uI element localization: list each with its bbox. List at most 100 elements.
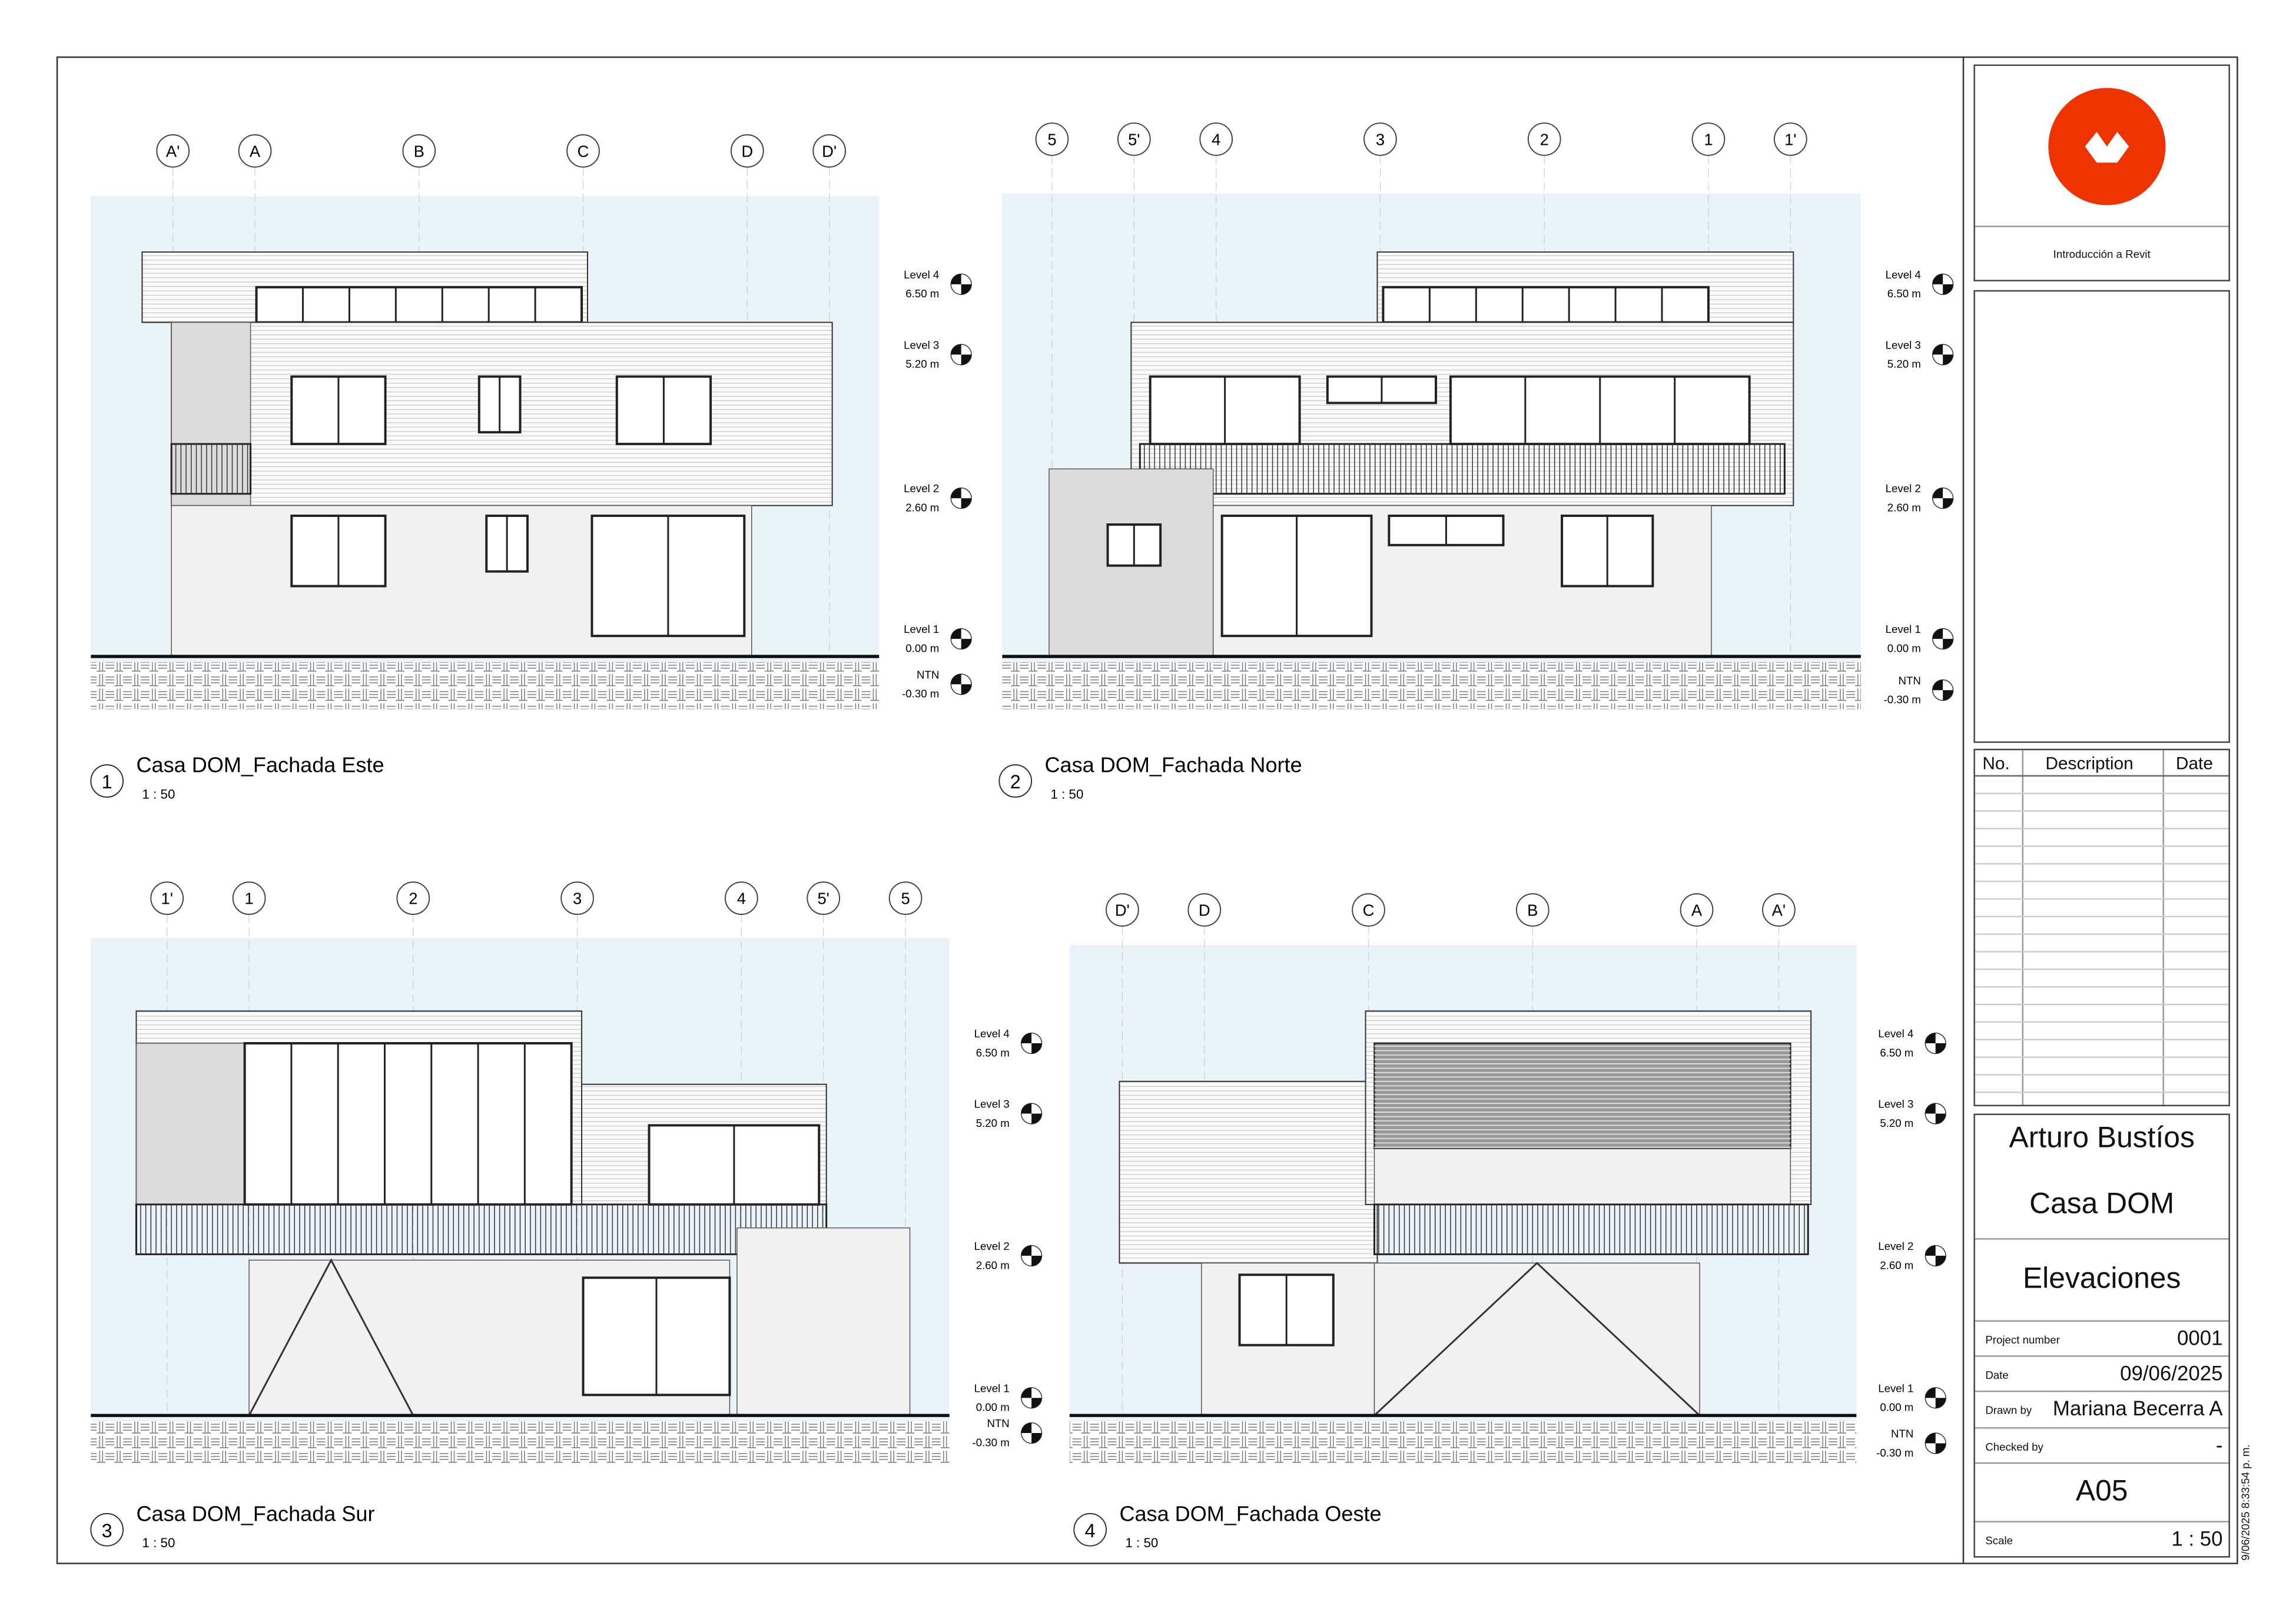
grid-label: 5 — [1047, 130, 1056, 148]
level-symbol-icon — [951, 274, 972, 295]
level-name: Level 3 — [1878, 1098, 1913, 1110]
level-symbol-icon — [1932, 344, 1953, 365]
view-title-text: Casa DOM_Fachada Norte — [1045, 753, 1302, 777]
grid-label: 3 — [1376, 130, 1385, 148]
glazing — [1373, 1148, 1791, 1205]
level-elevation: 2.60 m — [976, 1259, 1010, 1271]
logo-icon — [2048, 88, 2166, 205]
level-symbol-icon — [1925, 1245, 1946, 1266]
revision-header-description: Description — [2045, 753, 2134, 774]
wall — [1119, 1080, 1378, 1264]
level-marker: Level 4 6.50 m — [1886, 268, 1954, 300]
ground-hatch — [91, 662, 880, 709]
level-elevation: 5.20 m — [1887, 358, 1921, 370]
level-elevation: 5.20 m — [905, 358, 939, 370]
level-symbol-icon — [951, 674, 972, 695]
level-name: NTN — [987, 1417, 1009, 1429]
grid-bubble: A' — [156, 134, 190, 168]
grid-bubble: C — [1352, 893, 1385, 927]
grid-label: 1' — [1784, 130, 1796, 148]
level-name: NTN — [1891, 1428, 1913, 1440]
grid-label: D — [1199, 901, 1210, 920]
level-marker: NTN-0.30 m — [973, 1417, 1043, 1448]
grid-bubble: A' — [1762, 893, 1796, 927]
grid-label: 1 — [1704, 130, 1713, 148]
level-elevation: 6.50 m — [976, 1046, 1010, 1059]
grid-bubble: B — [1515, 893, 1550, 927]
grid-bubble: 2 — [1527, 122, 1561, 156]
level-marker: NTN-0.30 m — [902, 668, 972, 700]
diagonal-bracing — [1373, 1262, 1701, 1417]
level-name: NTN — [1898, 674, 1920, 686]
grid-bubble: 5 — [1035, 122, 1069, 156]
field-checked-by: Checked by- — [1975, 1427, 2229, 1464]
grid-bubble: B — [402, 134, 436, 168]
grid-bubble: 3 — [1363, 122, 1397, 156]
grid-label: B — [414, 142, 424, 160]
grid-label: 5 — [901, 890, 910, 908]
grid-bubble: 1 — [1691, 122, 1726, 156]
level-elevation: 0.00 m — [1887, 642, 1921, 655]
diagonal-bracing — [248, 1258, 414, 1416]
view-scale: 1 : 50 — [142, 1535, 175, 1550]
level-symbol-icon — [1925, 1033, 1946, 1054]
grid-bubble: 1' — [1773, 122, 1807, 156]
level-symbol-icon — [1925, 1433, 1946, 1454]
sheet-name: Elevaciones — [2022, 1263, 2181, 1296]
level-elevation: 6.50 m — [1887, 287, 1921, 300]
level-elevation: -0.30 m — [902, 688, 939, 700]
grid-label: A' — [1772, 901, 1786, 920]
grid-label: D' — [822, 142, 837, 160]
grid-label: 2 — [1540, 130, 1549, 148]
level-marker: Level 10.00 m — [904, 623, 972, 655]
view-scale: 1 : 50 — [142, 787, 175, 801]
level-name: Level 4 — [904, 268, 939, 281]
level-symbol-icon — [1932, 679, 1953, 701]
level-symbol-icon — [1021, 1387, 1042, 1408]
level-name: Level 2 — [904, 482, 939, 495]
level-name: Level 4 — [1886, 268, 1921, 281]
shaded-wall — [135, 1043, 245, 1205]
level-marker: Level 10.00 m — [1886, 623, 1954, 655]
level-marker: NTN-0.30 m — [1884, 674, 1954, 706]
grid-label: D — [741, 142, 753, 160]
level-marker: Level 2 2.60 m — [1886, 482, 1954, 514]
view-title-text: Casa DOM_Fachada Este — [136, 753, 384, 777]
level-name: Level 4 — [974, 1027, 1010, 1040]
level-elevation: 0.00 m — [1880, 1401, 1913, 1414]
project-name: Casa DOM — [2029, 1188, 2175, 1221]
level-elevation: 5.20 m — [1880, 1117, 1913, 1129]
level-name: Level 2 — [974, 1240, 1010, 1252]
logo-box: Introducción a Revit — [1973, 64, 2230, 281]
sheet-number: A05 — [2075, 1475, 2128, 1508]
level-symbol-icon — [1932, 274, 1953, 295]
level-elevation: 2.60 m — [1887, 502, 1921, 514]
grid-label: 1 — [244, 890, 253, 908]
window — [243, 1042, 573, 1206]
level-elevation: 2.60 m — [905, 502, 939, 514]
level-name: Level 2 — [1886, 482, 1921, 495]
view-scale: 1 : 50 — [1125, 1535, 1158, 1550]
grid-bubble: D' — [812, 134, 847, 168]
level-symbol-icon — [951, 344, 972, 365]
level-name: Level 1 — [1878, 1382, 1913, 1394]
revision-header-date: Date — [2175, 753, 2213, 774]
grid-label: 4 — [737, 890, 746, 908]
level-elevation: 6.50 m — [1880, 1046, 1913, 1059]
grid-label: 3 — [573, 890, 582, 908]
level-marker: Level 46.50 m — [1878, 1027, 1946, 1059]
grid-label: C — [1363, 901, 1375, 920]
grid-label: 5' — [817, 890, 829, 908]
grid-bubble: 4 — [1199, 122, 1233, 156]
grid-bubble: D — [730, 134, 764, 168]
level-symbol-icon — [1021, 1103, 1042, 1124]
grid-bubble: C — [566, 134, 600, 168]
level-marker: Level 3 5.20 m — [1878, 1098, 1946, 1129]
